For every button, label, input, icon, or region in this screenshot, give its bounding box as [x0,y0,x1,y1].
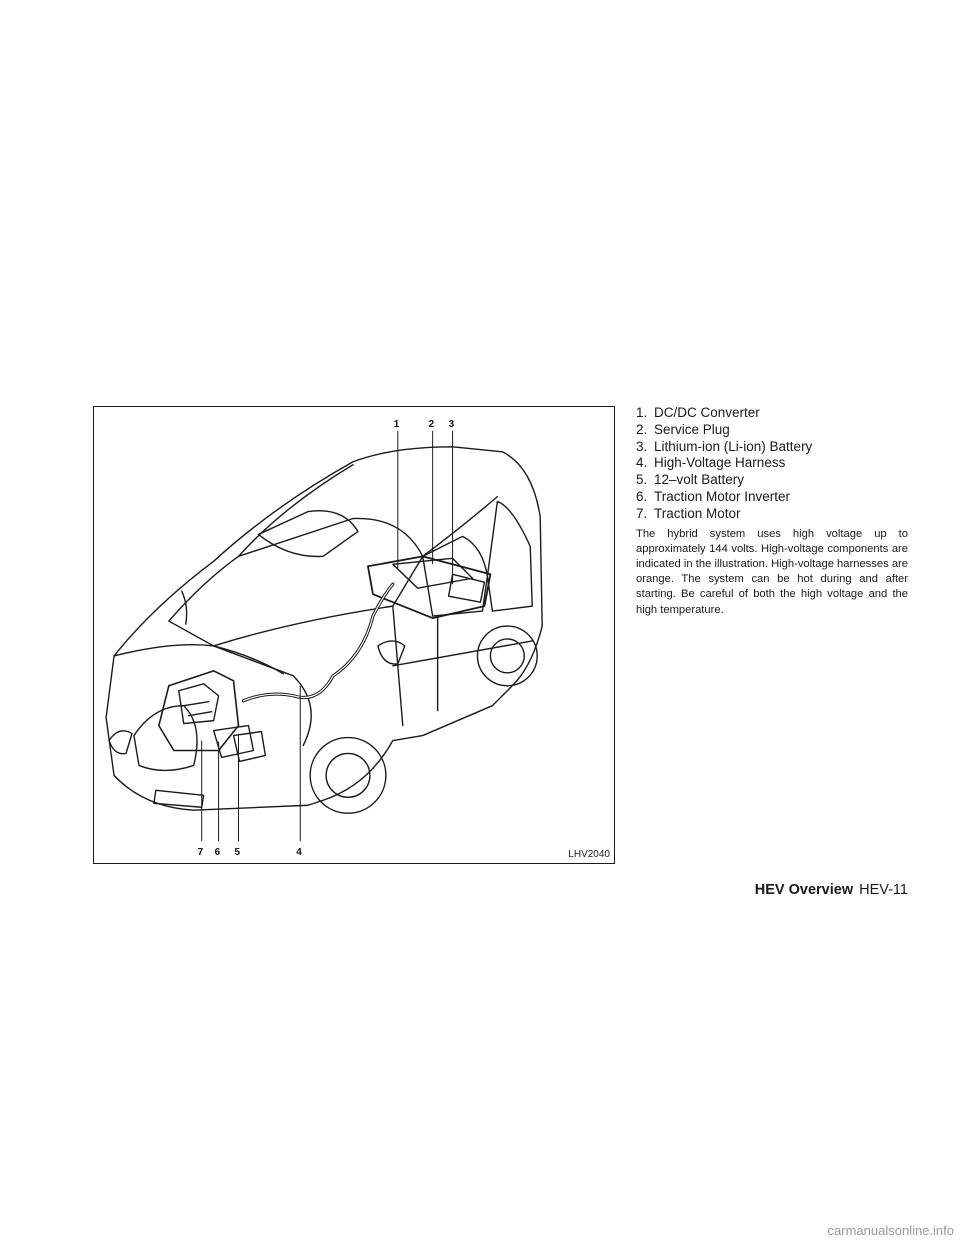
callout-3: 3 [449,419,455,430]
legend-list: 1.DC/DC Converter 2.Service Plug 3.Lithi… [636,405,908,523]
page-number: HEV-11 [859,882,908,898]
callout-4: 4 [296,847,302,858]
callout-2: 2 [429,419,435,430]
description-paragraph: The hybrid system uses high voltage up t… [636,527,908,616]
legend-item: 6.Traction Motor Inverter [636,488,791,504]
callout-7: 7 [198,847,204,858]
callout-6: 6 [215,847,221,858]
component-legend: 1.DC/DC Converter 2.Service Plug 3.Lithi… [636,405,908,618]
legend-item: 7.Traction Motor [636,505,741,521]
callout-1: 1 [394,419,400,430]
legend-item: 1.DC/DC Converter [636,405,760,420]
legend-item: 4.High-Voltage Harness [636,455,786,471]
section-title: HEV Overview [754,882,854,898]
page-footer: HEV Overview HEV-11 [755,882,908,898]
legend-item: 5.12–volt Battery [636,472,745,488]
vehicle-illustration: 1 2 3 4 5 6 7 LHV2040 [93,406,615,864]
figure-code: LHV2040 [568,849,610,860]
legend-item: 2.Service Plug [636,421,730,437]
callout-5: 5 [235,847,241,858]
watermark-text: carmanualsonline.info [827,1223,954,1238]
vehicle-line-drawing: 1 2 3 4 5 6 7 [105,419,543,858]
legend-item: 3.Lithium-ion (Li-ion) Battery [636,438,813,454]
